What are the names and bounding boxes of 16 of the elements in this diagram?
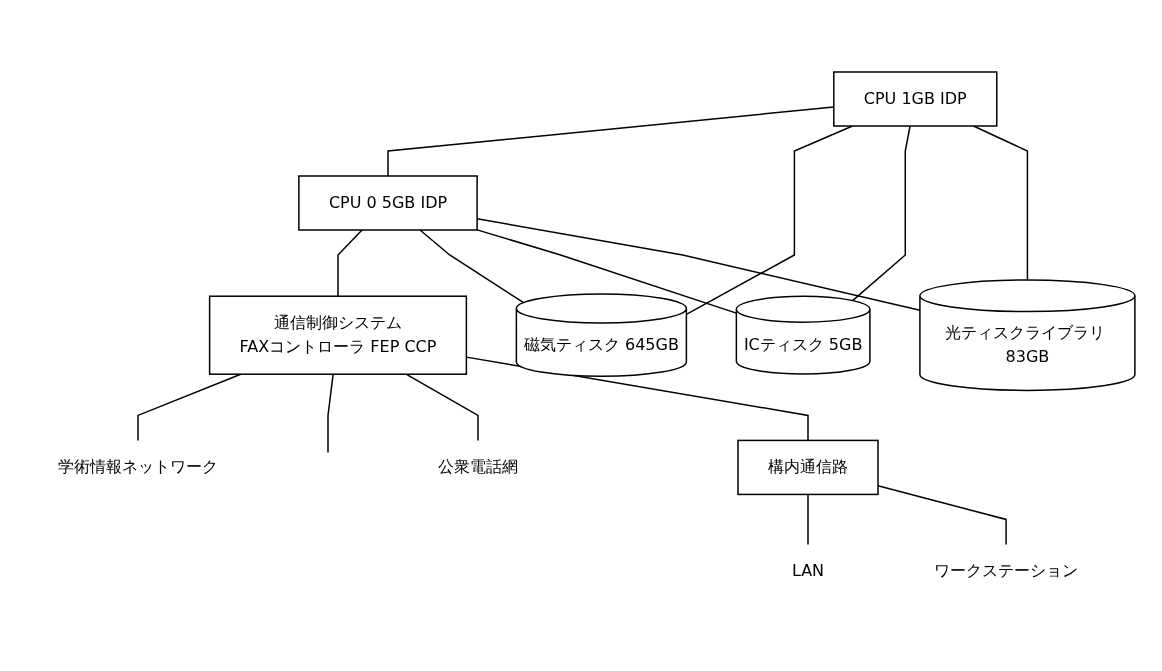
- connector: [685, 125, 853, 316]
- connector: [418, 229, 524, 304]
- node-box: CPU 1GB IDP: [832, 71, 998, 128]
- connector: [851, 125, 911, 302]
- connector: [336, 229, 363, 298]
- connector: [475, 229, 737, 315]
- connector: [806, 493, 809, 546]
- node-text: 公衆電話網: [437, 457, 518, 477]
- node-box: 構内通信路: [736, 439, 879, 496]
- node-box: 通信制御システム FAXコントローラ FEP CCP: [208, 295, 467, 376]
- connector: [136, 373, 242, 442]
- node-box: CPU 0 5GB IDP: [297, 175, 478, 232]
- connector: [326, 373, 334, 454]
- node-text: 学術情報ネットワーク: [57, 457, 218, 477]
- node-text: ワークステーション: [933, 561, 1078, 581]
- node-text: LAN: [791, 561, 824, 581]
